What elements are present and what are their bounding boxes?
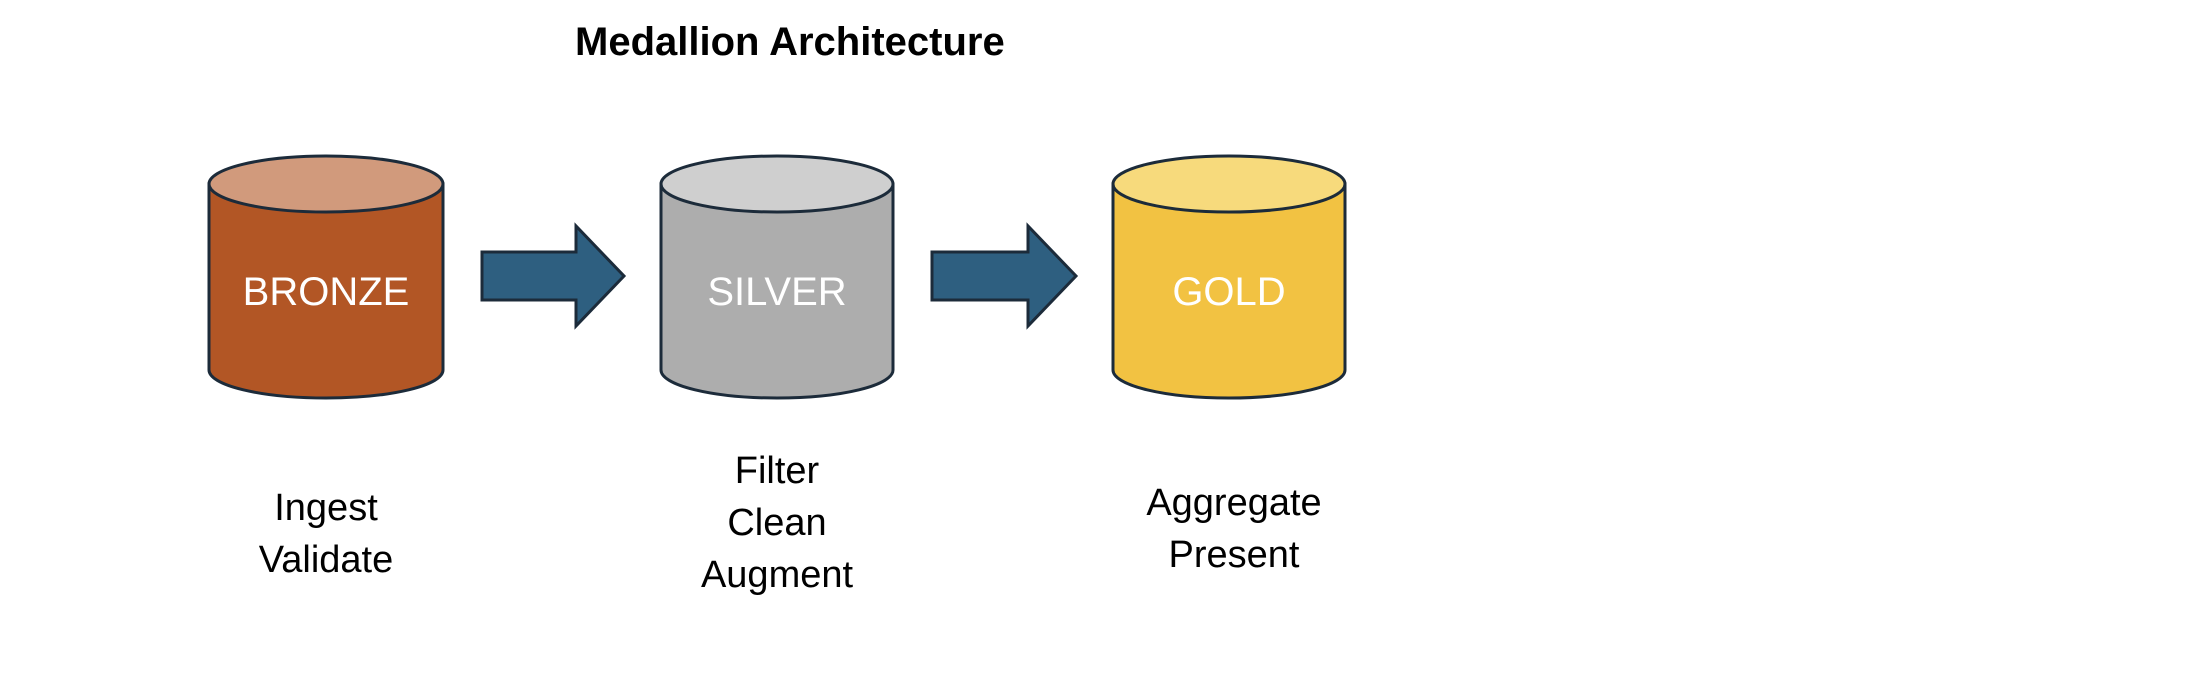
bronze-label: BRONZE	[243, 270, 410, 314]
gold-step-aggregate: Aggregate	[1146, 482, 1322, 524]
silver-label: SILVER	[707, 270, 846, 314]
gold-steps: Aggregate Present	[1084, 477, 1384, 581]
gold-label: GOLD	[1172, 270, 1285, 314]
silver-step-clean: Clean	[727, 502, 827, 544]
silver-cylinder-top	[659, 154, 895, 214]
silver-cylinder: SILVER	[659, 154, 895, 400]
gold-cylinder-body	[1111, 182, 1347, 400]
bronze-cylinder-body	[207, 182, 445, 400]
gold-step-present: Present	[1168, 534, 1300, 576]
diagram-title: Medallion Architecture	[575, 20, 1005, 64]
bronze-step-ingest: Ingest	[274, 487, 378, 529]
bronze-cylinder: BRONZE	[207, 154, 445, 400]
gold-cylinder-top	[1111, 154, 1347, 214]
bronze-cylinder-top	[207, 154, 445, 214]
silver-steps: Filter Clean Augment	[627, 445, 927, 601]
arrow-silver-to-gold	[930, 222, 1079, 330]
silver-step-filter: Filter	[734, 450, 820, 492]
gold-cylinder: GOLD	[1111, 154, 1347, 400]
arrow-bronze-to-silver	[480, 222, 627, 330]
silver-cylinder-body	[659, 182, 895, 400]
bronze-step-validate: Validate	[258, 539, 394, 581]
silver-step-augment: Augment	[700, 554, 854, 596]
bronze-steps: Ingest Validate	[176, 482, 476, 586]
